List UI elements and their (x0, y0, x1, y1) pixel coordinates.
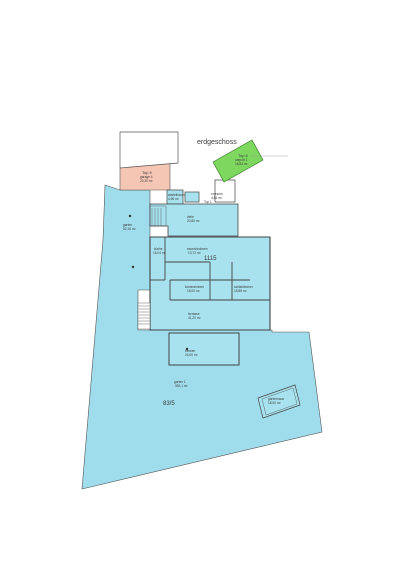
pool-becken (168, 332, 240, 366)
label-top8-size: 16,84 m² (235, 162, 248, 166)
label-kinderzimmer-size: 15,00 m² (187, 289, 200, 293)
label-garten-main-size: 392,1 m² (175, 384, 188, 388)
label-garten-main-name: garten 1 (174, 380, 186, 384)
plot-number-bottom: 83/5 (163, 401, 175, 407)
label-top9-size: 20,20 m² (140, 179, 153, 183)
label-abstellraum-name: abstellraum (168, 193, 185, 197)
plot-number-top: 1115 (204, 256, 217, 262)
gartenhaus (257, 384, 301, 419)
label-becken-size: 24,00 m² (185, 353, 198, 357)
label-schlafzimmer-name: schlafzimmer (234, 285, 254, 289)
label-abstellraum-size: 4,96 m² (168, 197, 179, 201)
label-vorraum-size: 4,84 m² (211, 196, 222, 200)
label-diele-size: 20,80 m² (187, 219, 200, 223)
gartenhaus-inner (261, 387, 298, 416)
label-kuche-name: küche (154, 247, 163, 251)
inner-stair (150, 205, 167, 227)
label-essen-name: essen/wohnen (187, 247, 208, 251)
label-kuche-size: 16,04 m² (153, 251, 166, 255)
label-terrasse-name: terrasse (188, 312, 200, 316)
building-top-outline (119, 131, 179, 169)
label-top8-name: Top 8 (238, 153, 249, 158)
label-kinderzimmer-name: kinderzimmer (185, 285, 205, 289)
outdoor-stairs (137, 302, 151, 330)
label-top1: Top 1 (204, 200, 212, 204)
carport-top8 (212, 139, 264, 183)
label-diele-name: diele (187, 215, 194, 219)
label-becken-name: becken (185, 349, 196, 353)
title-erdgeschoss: erdgeschoss (197, 139, 237, 146)
label-vorraum-name: vorraum (211, 192, 223, 196)
label-top8-area: carport 1 (235, 158, 248, 162)
label-garten-upper-name: garten (123, 223, 132, 227)
vorraum-room (184, 191, 200, 203)
label-garten-upper-size: 52,16 m² (123, 227, 136, 231)
label-gartenhaus-name: gartenhaus (268, 397, 284, 401)
label-top9-name: Top 9 (142, 170, 153, 175)
label-essen-size: 13,72 m² (188, 251, 201, 255)
tree-markers (128, 214, 189, 351)
internal-walls (150, 237, 270, 301)
label-top9-area: garage 4 (140, 175, 153, 179)
label-schlafzimmer-size: 18,88 m² (234, 289, 247, 293)
label-terrasse-size: 41,20 m² (188, 316, 201, 320)
label-gartenhaus-size: 18,00 m² (268, 401, 281, 405)
